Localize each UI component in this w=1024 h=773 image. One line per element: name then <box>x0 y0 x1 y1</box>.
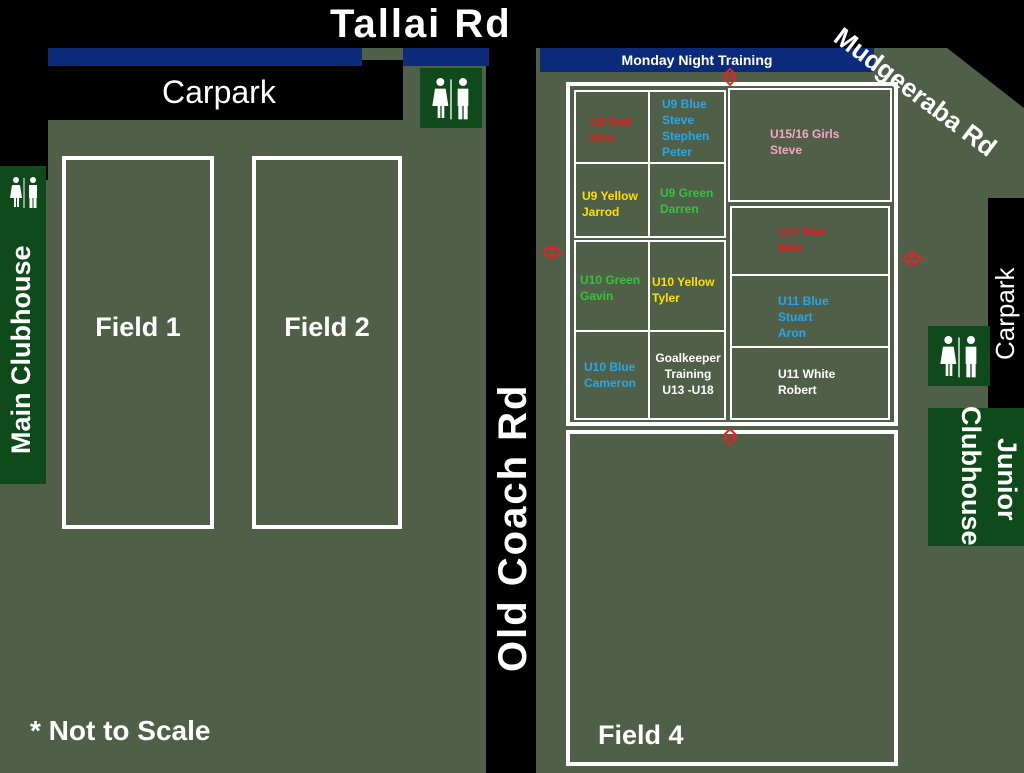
zone-u11-white <box>730 346 890 420</box>
right-carpark-road <box>988 198 1024 408</box>
toilets-icon <box>6 174 42 210</box>
team-u11-white: U11 White Robert <box>778 367 836 397</box>
carpark-top-label: Carpark <box>162 74 276 110</box>
left-edge-road <box>0 40 48 180</box>
main-clubhouse <box>0 166 46 484</box>
direction-arrow-icon <box>541 243 563 265</box>
field-4-label: Field 4 <box>598 720 684 750</box>
banner-text: Monday Night Training <box>621 52 773 68</box>
field-2 <box>252 156 402 529</box>
field-1 <box>62 156 214 529</box>
main-clubhouse-label: Main Clubhouse <box>6 245 36 455</box>
carpark-band-1 <box>48 48 362 66</box>
field-4 <box>566 430 898 766</box>
team-u10-blue: U10 Blue Cameron <box>584 360 637 390</box>
team-u11-blue: U11 Blue Stuart Aron <box>778 294 829 340</box>
toilets-icon <box>426 74 476 122</box>
direction-arrow-icon <box>901 250 923 272</box>
zone-u9-green <box>648 162 726 238</box>
junior-clubhouse-label-2: Clubhouse <box>956 406 986 546</box>
zone-goalkeeper <box>648 330 726 420</box>
junior-clubhouse-label-1: Junior <box>992 438 1022 521</box>
field-1-label: Field 1 <box>95 312 181 342</box>
direction-arrow-icon <box>721 67 739 91</box>
scale-note: * Not to Scale <box>30 715 211 746</box>
team-goalkeeper: Goalkeeper Training U13 -U18 <box>655 351 721 397</box>
carpark-band-2 <box>403 48 489 66</box>
toilets-icon <box>934 332 984 380</box>
field-2-label: Field 2 <box>284 312 370 342</box>
team-u9-green: U9 Green Darren <box>660 186 714 216</box>
old-coach-road <box>486 40 536 773</box>
team-u9-yellow: U9 Yellow Jarrod <box>582 189 638 219</box>
tallai-road-label: Tallai Rd <box>330 2 512 46</box>
training-banner <box>540 48 874 72</box>
direction-arrow-icon <box>721 427 739 451</box>
team-u9-red: U9 Red Mira <box>590 115 632 145</box>
carpark-right-label: Carpark <box>990 267 1020 360</box>
carpark-strip <box>48 60 403 120</box>
old-coach-road-label: Old Coach Rd <box>491 383 535 672</box>
team-u15-girls: U15/16 Girls Steve <box>770 127 840 157</box>
junior-clubhouse <box>928 408 1024 546</box>
team-u11-red: U11 Red Matt <box>778 225 826 255</box>
team-u9-blue: U9 Blue Steve Stephen Peter <box>662 97 710 159</box>
team-u10-green: U10 Green Gavin <box>580 273 641 303</box>
zone-u15-girls <box>728 88 892 202</box>
team-u10-yellow: U10 Yellow Tyler <box>652 275 715 305</box>
